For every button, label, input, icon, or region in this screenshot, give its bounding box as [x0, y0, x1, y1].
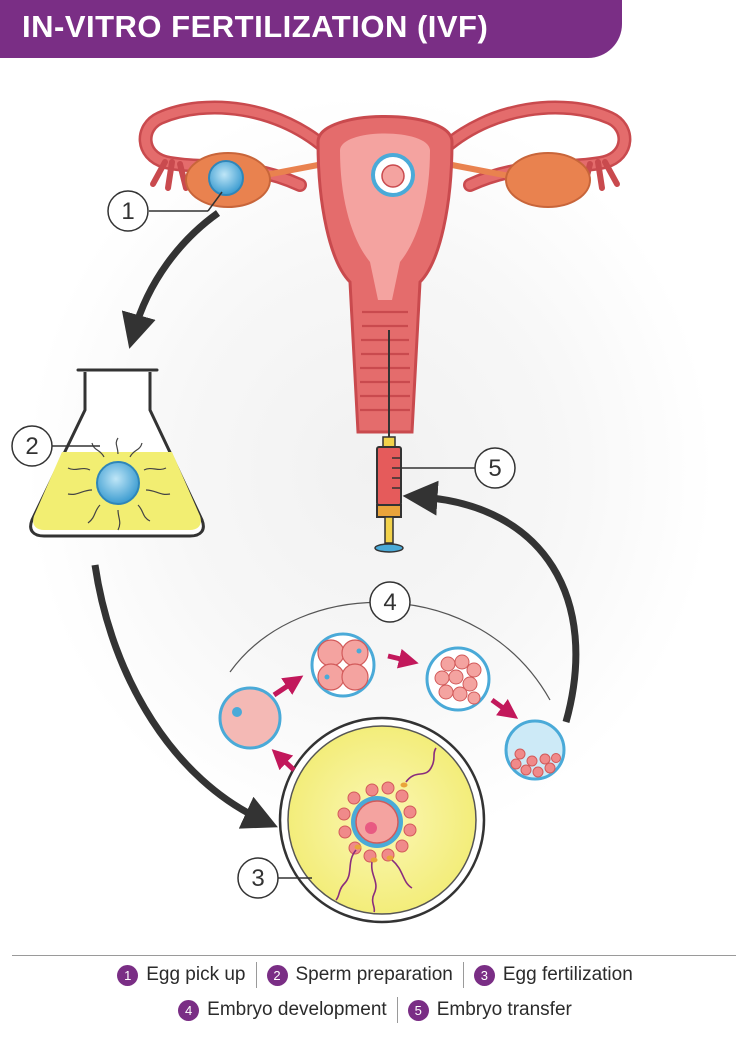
- svg-text:1: 1: [121, 198, 134, 225]
- uterus: [138, 100, 632, 434]
- embryo-stage-4: [504, 719, 566, 781]
- svg-text:5: 5: [488, 455, 501, 482]
- legend-divider: [12, 955, 736, 956]
- flask: [29, 368, 205, 538]
- legend-item-egg-fertilization: 3 Egg fertilization: [464, 964, 643, 986]
- legend-row-2: 4 Embryo development 5 Embryo transfer: [0, 997, 750, 1023]
- legend-badge: 5: [407, 999, 429, 1021]
- legend-badge: 4: [178, 999, 200, 1021]
- step-markers: 1 2 3 4 5: [11, 190, 516, 899]
- syringe: [374, 330, 404, 553]
- marker-3: 3: [237, 857, 312, 899]
- legend-separator: [396, 997, 398, 1023]
- legend-badge: 3: [473, 964, 495, 986]
- marker-4: 4: [369, 581, 411, 623]
- title-banner: IN-VITRO FERTILIZATION (IVF): [0, 0, 622, 58]
- svg-text:3: 3: [251, 865, 264, 892]
- legend-row-1: 1 Egg pick up 2 Sperm preparation 3 Egg …: [0, 962, 750, 988]
- legend-badge: 2: [266, 964, 288, 986]
- legend-item-embryo-transfer: 5 Embryo transfer: [398, 999, 582, 1021]
- legend-separator: [462, 962, 464, 988]
- embryo-development: [218, 601, 566, 781]
- legend-label: Embryo transfer: [436, 999, 572, 1020]
- svg-text:2: 2: [25, 433, 38, 460]
- legend-label: Egg pick up: [146, 964, 246, 985]
- legend-badge: 1: [117, 964, 139, 986]
- right-ovary: [505, 152, 591, 208]
- ovary-egg: [208, 160, 244, 196]
- ivf-diagram: 1 2 3 4 5: [11, 100, 632, 924]
- page-title: IN-VITRO FERTILIZATION (IVF): [22, 9, 489, 44]
- svg-text:4: 4: [383, 589, 396, 616]
- petri-dish: [278, 716, 486, 924]
- legend-label: Egg fertilization: [502, 964, 633, 985]
- legend-separator: [255, 962, 257, 988]
- legend-label: Embryo development: [207, 999, 387, 1020]
- embryo-stage-1: [218, 686, 282, 750]
- legend-item-embryo-development: 4 Embryo development: [168, 999, 397, 1021]
- marker-2: 2: [11, 425, 100, 467]
- marker-5: 5: [401, 447, 516, 489]
- marker-1: 1: [107, 190, 223, 232]
- process-arrows: [91, 210, 580, 829]
- flask-egg: [96, 461, 140, 505]
- embryo-stage-3: [425, 646, 491, 712]
- legend-item-sperm-preparation: 2 Sperm preparation: [257, 964, 463, 986]
- legend-label: Sperm preparation: [295, 964, 453, 985]
- legend-item-egg-pick-up: 1 Egg pick up: [107, 964, 255, 986]
- embryo-stage-2: [310, 632, 376, 698]
